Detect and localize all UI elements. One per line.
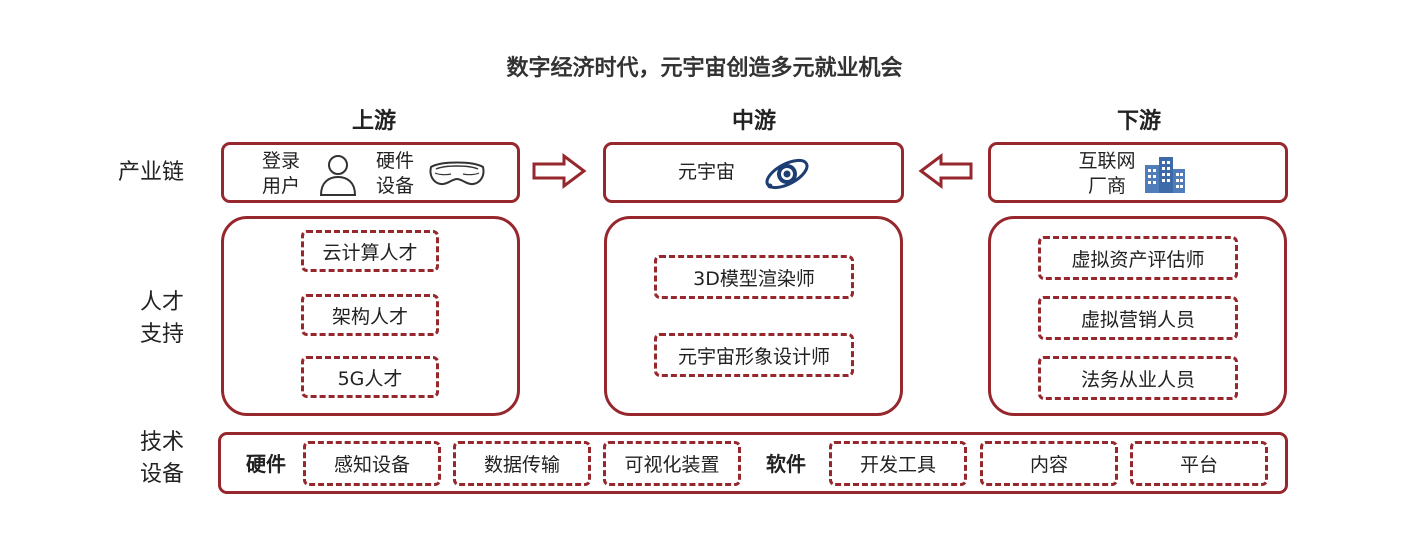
hardware-line1: 硬件 (376, 150, 415, 172)
user-icon (318, 151, 358, 197)
tech-visualization-device: 可视化装置 (603, 441, 741, 486)
internet-vendors-line1: 互联网 (1078, 150, 1136, 172)
hardware-line2: 设备 (376, 175, 415, 197)
column-header-midstream: 中游 (731, 109, 776, 134)
tech-sensing-device: 感知设备 (303, 441, 441, 486)
arrow-right-icon (531, 153, 587, 189)
row-label-tech-line2: 设备 (140, 462, 185, 487)
upstream-item-login-users: 登录 用户 (262, 149, 300, 199)
talent-architecture: 架构人才 (301, 294, 439, 336)
vr-headset-icon (427, 159, 487, 189)
row-label-tech-line1: 技术 (140, 430, 185, 455)
industry-chain-midstream-box: 元宇宙 (603, 142, 904, 203)
row-label-talent-line1: 人才 (140, 290, 185, 315)
upstream-item-hardware: 硬件 设备 (376, 149, 414, 199)
login-users-line2: 用户 (262, 175, 301, 197)
talent-3d-renderer: 3D模型渲染师 (654, 255, 854, 299)
diagram-title: 数字经济时代，元宇宙创造多元就业机会 (506, 56, 903, 81)
arrow-left-icon (918, 153, 974, 189)
row-label-talent-support: 人才 支持 (140, 287, 184, 351)
tech-dev-tools: 开发工具 (829, 441, 967, 486)
row-label-tech-equipment: 技术 设备 (140, 427, 184, 491)
column-header-downstream: 下游 (1116, 109, 1161, 134)
talent-cloud-computing: 云计算人才 (301, 230, 439, 272)
industry-chain-upstream-box: 登录 用户 硬件 设备 (221, 142, 520, 203)
industry-chain-downstream-box: 互联网 厂商 (988, 142, 1288, 203)
tech-content: 内容 (980, 441, 1118, 486)
talent-legal-practitioner: 法务从业人员 (1038, 356, 1238, 400)
midstream-metaverse-label: 元宇宙 (678, 161, 736, 183)
tech-software-label: 软件 (766, 452, 806, 476)
row-label-industry-chain: 产业链 (118, 160, 185, 185)
row-label-talent-line2: 支持 (140, 322, 185, 347)
talent-avatar-designer: 元宇宙形象设计师 (654, 333, 854, 377)
talent-virtual-marketing: 虚拟营销人员 (1038, 296, 1238, 340)
talent-midstream-panel (604, 216, 903, 416)
buildings-icon (1141, 155, 1189, 195)
login-users-line1: 登录 (262, 150, 301, 172)
tech-platform: 平台 (1130, 441, 1268, 486)
talent-virtual-asset-appraiser: 虚拟资产评估师 (1038, 236, 1238, 280)
internet-vendors-line2: 厂商 (1087, 175, 1126, 197)
tech-data-transmission: 数据传输 (453, 441, 591, 486)
planet-icon (762, 153, 812, 195)
downstream-internet-vendors: 互联网 厂商 (1073, 149, 1141, 199)
tech-hardware-label: 硬件 (246, 452, 286, 476)
talent-5g: 5G人才 (301, 356, 439, 398)
column-header-upstream: 上游 (351, 109, 396, 134)
